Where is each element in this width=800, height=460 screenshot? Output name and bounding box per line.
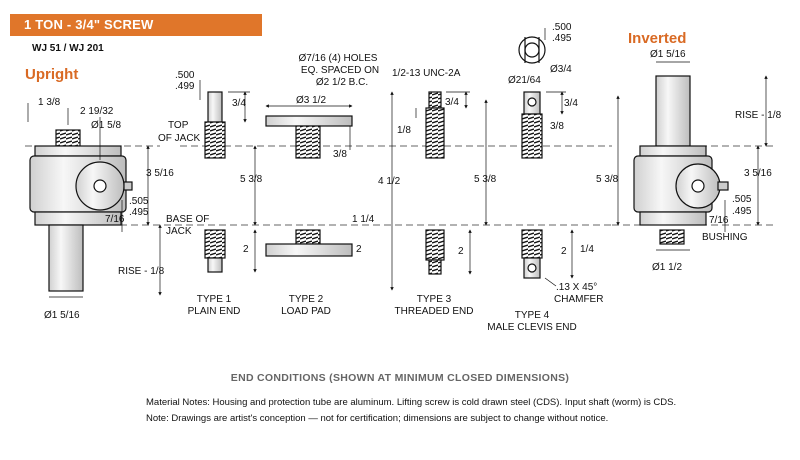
- inverted-dim-505: .505: [732, 194, 752, 205]
- upright-dim-1-5-8: Ø1 5/8: [91, 120, 121, 131]
- type4-dim-3-4: 3/4: [564, 98, 578, 109]
- inverted-dimensions: [656, 61, 768, 251]
- inverted-dim-3-5-16: 3 5/16: [744, 168, 772, 179]
- type2-dim-2: 2: [356, 244, 362, 255]
- type1-plain-end: [204, 91, 226, 273]
- type1-dim-2: 2: [243, 244, 249, 255]
- type1-dim-500: .500: [175, 70, 195, 81]
- type3-threaded-end: [425, 91, 445, 275]
- upright-label: Upright: [25, 66, 79, 83]
- inverted-rise: RISE - 1/8: [735, 110, 782, 121]
- upright-dim-7-16: 7/16: [105, 214, 125, 225]
- type1-dim-499: .499: [175, 81, 195, 92]
- type4-dim-500: .500: [552, 22, 572, 33]
- inverted-dim-1-1-2: Ø1 1/2: [652, 262, 682, 273]
- type4-clevis-detail: [518, 36, 546, 64]
- inverted-dim-1-5-16: Ø1 5/16: [650, 49, 686, 60]
- type3-thread: 1/2-13 UNC-2A: [392, 68, 461, 79]
- type3-dim-2: 2: [458, 246, 464, 257]
- type3-dimensions: [415, 91, 488, 275]
- type3-label-2: THREADED END: [395, 306, 474, 317]
- inverted-dim-7-16: 7/16: [709, 215, 729, 226]
- upright-dimensions: [27, 103, 162, 298]
- type2-dim-3-1-2: Ø3 1/2: [296, 95, 326, 106]
- drawing-note: Note: Drawings are artist's conception —…: [146, 413, 609, 424]
- type3-dim-1-8: 1/8: [397, 125, 411, 136]
- type1-label-2: PLAIN END: [188, 306, 241, 317]
- type3-dim-3-4: 3/4: [445, 97, 459, 108]
- upright-dim-1-3-8: 1 3/8: [38, 97, 61, 108]
- inverted-jack: [633, 75, 729, 245]
- type4-dim-2: 2: [561, 246, 567, 257]
- type4-label-1: TYPE 4: [515, 310, 550, 321]
- upright-dim-1-5-16: Ø1 5/16: [44, 310, 80, 321]
- type1-dim-5-3-8: 5 3/8: [240, 174, 263, 185]
- type2-holes-3: Ø2 1/2 B.C.: [316, 77, 368, 88]
- type1-label-1: TYPE 1: [197, 294, 232, 305]
- upright-dim-505: .505: [129, 196, 149, 207]
- type2-holes-2: EQ. SPACED ON: [301, 65, 379, 76]
- upright-dim-495: .495: [129, 207, 149, 218]
- type2-label-2: LOAD PAD: [281, 306, 331, 317]
- type2-dimensions: [265, 91, 394, 291]
- type2-dim-4-1-2: 4 1/2: [378, 176, 401, 187]
- type4-label-2: MALE CLEVIS END: [487, 322, 576, 333]
- type2-holes-1: Ø7/16 (4) HOLES: [299, 53, 378, 64]
- inverted-label: Inverted: [628, 30, 687, 47]
- type2-label-1: TYPE 2: [289, 294, 324, 305]
- material-note: Material Notes: Housing and protection t…: [146, 397, 677, 408]
- type4-clevis-end: [521, 91, 543, 279]
- type4-dim-495: .495: [552, 33, 572, 44]
- type3-label-1: TYPE 3: [417, 294, 452, 305]
- upright-top-label-2: OF JACK: [158, 133, 201, 144]
- upright-top-label-1: TOP: [168, 120, 189, 131]
- type4-dim-3-4-dia: Ø3/4: [550, 64, 572, 75]
- upright-jack: [29, 129, 133, 292]
- type1-dimensions: [199, 80, 257, 273]
- type1-dim-3-4: 3/4: [232, 98, 246, 109]
- type3-dim-5-3-8: 5 3/8: [474, 174, 497, 185]
- type2-load-pad: [265, 115, 353, 257]
- title-banner: 1 TON - 3/4" SCREW: [10, 14, 262, 36]
- upright-base-label-2: JACK: [166, 226, 192, 237]
- type4-chamfer-2: CHAMFER: [554, 294, 603, 305]
- upright-base-label-1: BASE OF: [166, 214, 209, 225]
- type4-dim-3-8: 3/8: [550, 121, 564, 132]
- type4-dim-1-4: 1/4: [580, 244, 594, 255]
- type4-dimensions: [544, 28, 620, 287]
- inverted-dim-495: .495: [732, 206, 752, 217]
- type4-dim-5-3-8: 5 3/8: [596, 174, 619, 185]
- type2-dim-3-8: 3/8: [333, 149, 347, 160]
- type2-dim-1-1-4: 1 1/4: [352, 214, 375, 225]
- upright-dim-3-5-16: 3 5/16: [146, 168, 174, 179]
- upright-dim-2-19-32: 2 19/32: [80, 106, 114, 117]
- end-conditions-caption: END CONDITIONS (SHOWN AT MINIMUM CLOSED …: [230, 372, 570, 384]
- upright-rise: RISE - 1/8: [118, 266, 165, 277]
- model-number: WJ 51 / WJ 201: [32, 43, 104, 54]
- type4-dim-21-64: Ø21/64: [508, 75, 541, 86]
- inverted-bushing: BUSHING: [702, 232, 748, 243]
- type4-chamfer-1: .13 X 45°: [556, 282, 597, 293]
